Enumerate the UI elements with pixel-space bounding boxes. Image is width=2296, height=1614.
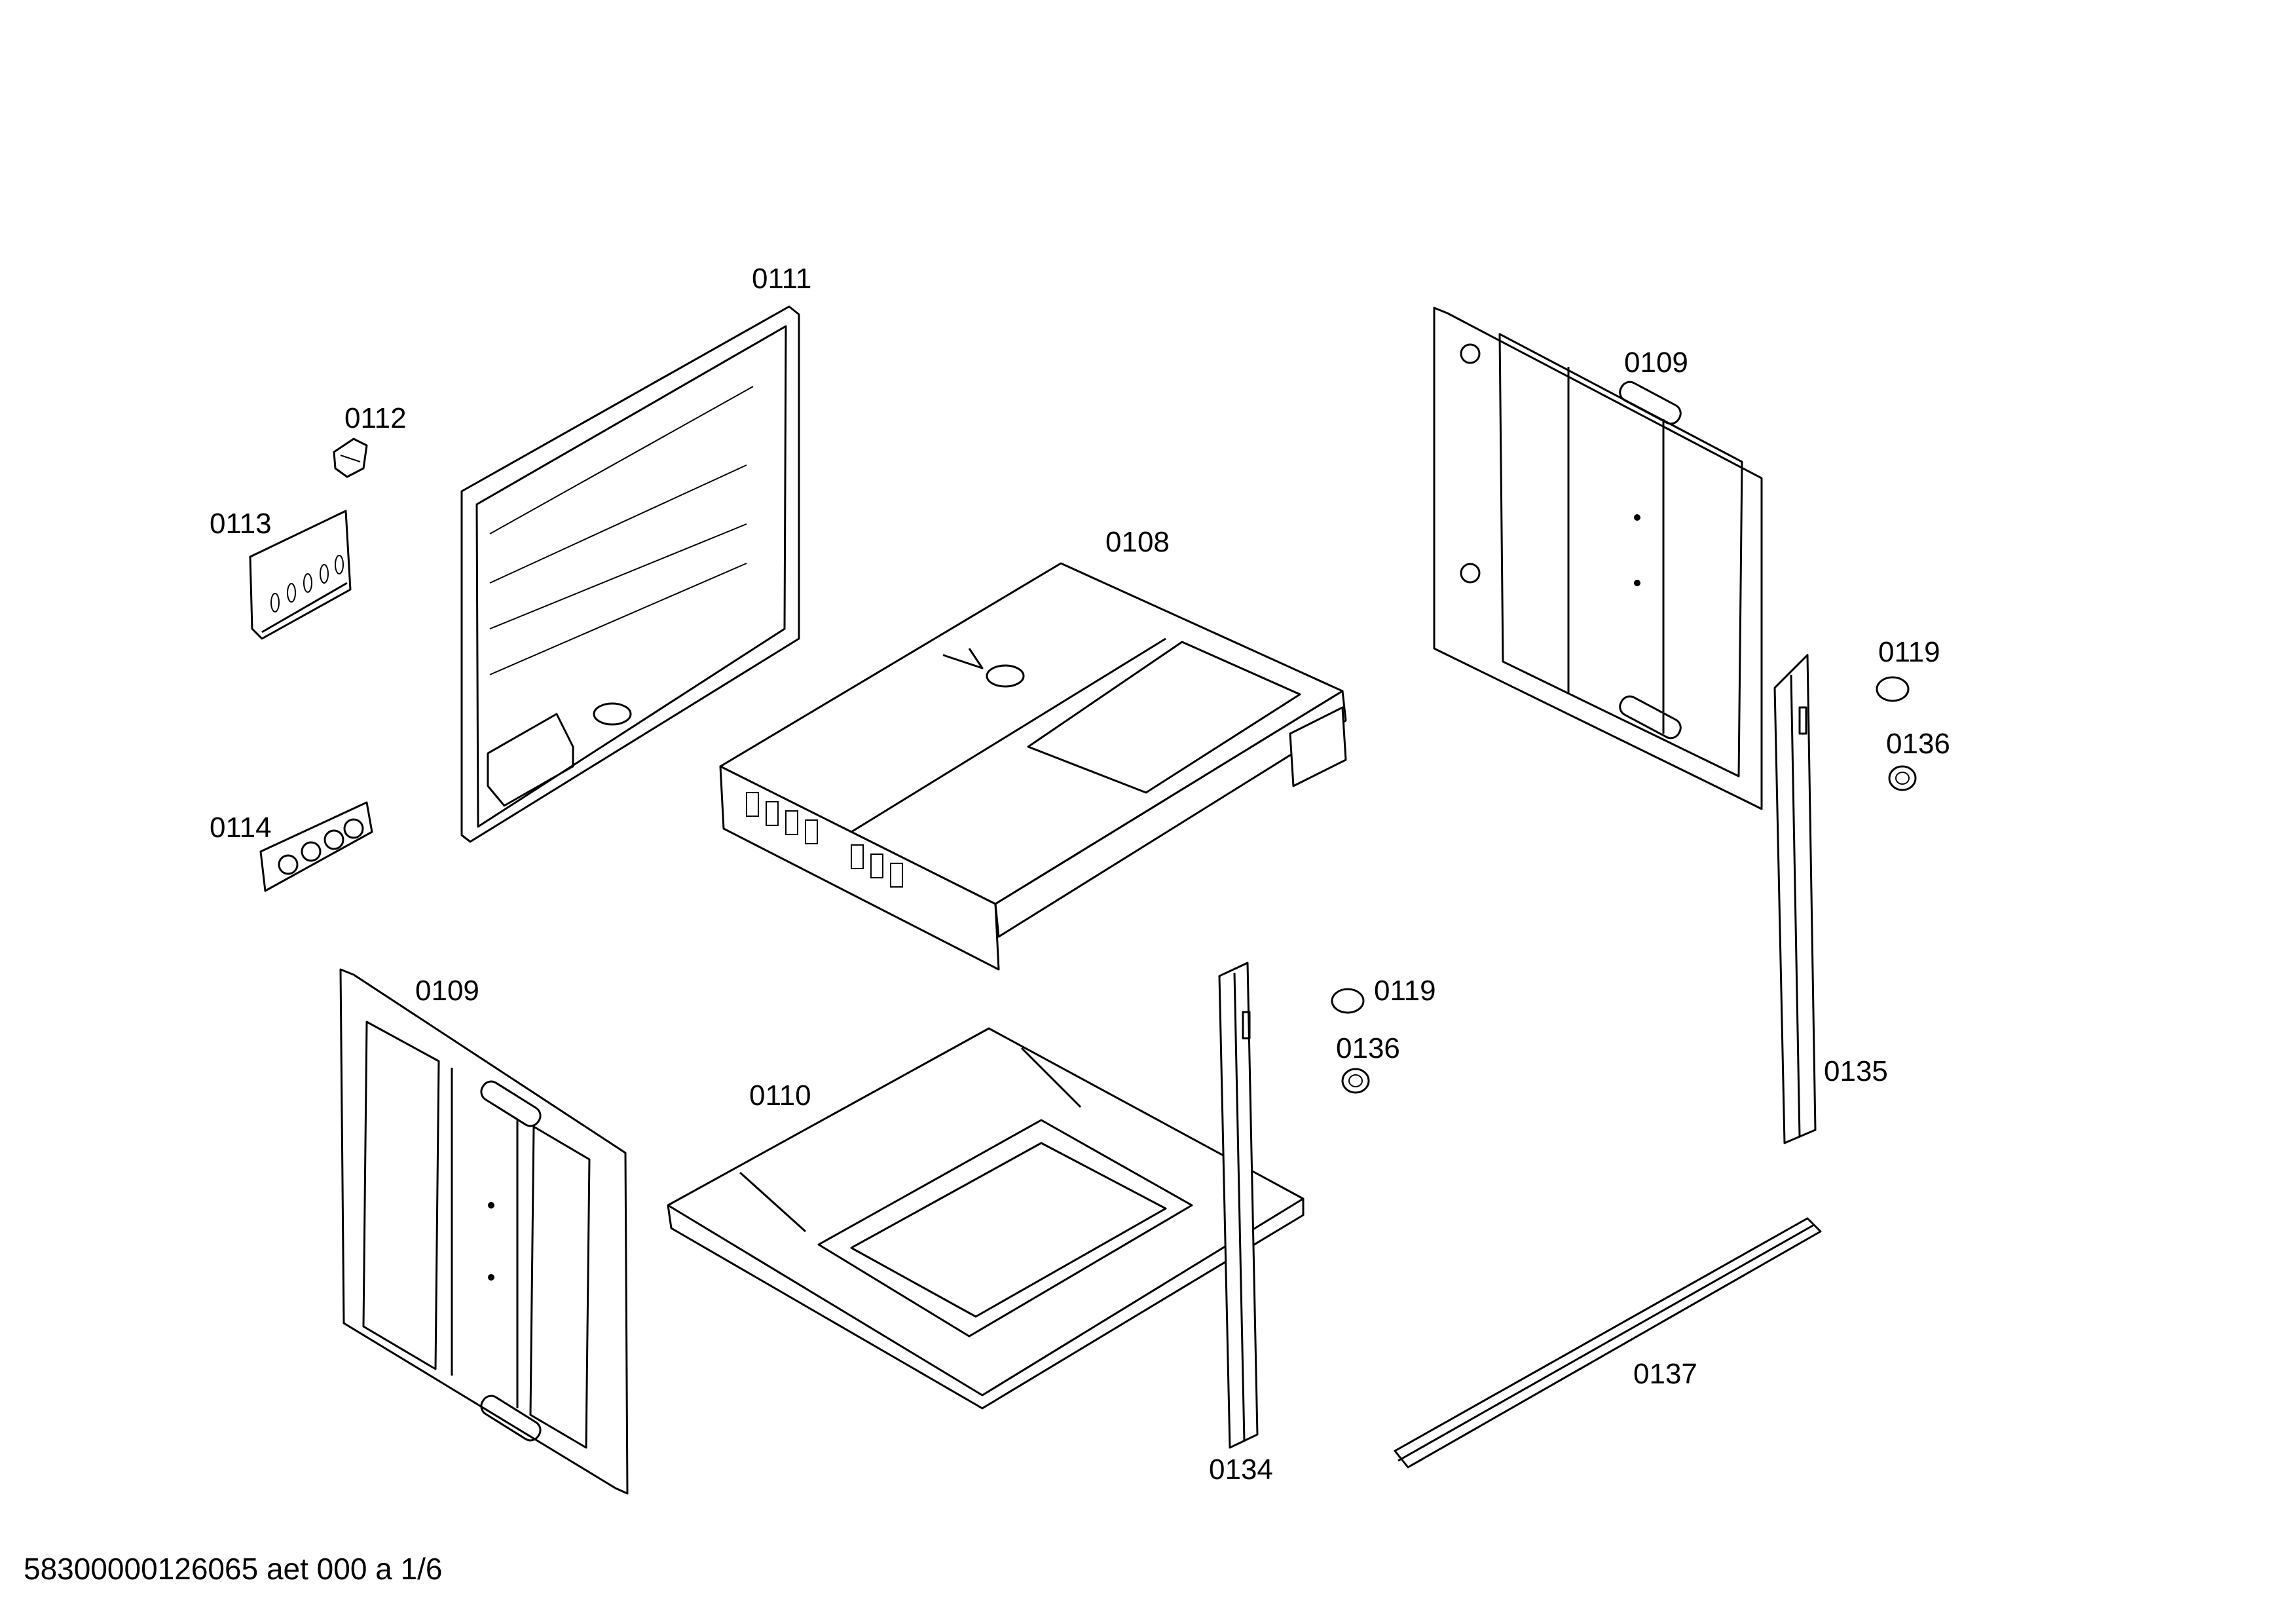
label-0111: 0111 — [752, 263, 811, 295]
part-0108-top-cover — [719, 562, 1347, 971]
part-0136-bushing-center — [1341, 1068, 1370, 1094]
part-0134-rail — [1218, 962, 1259, 1449]
label-0108: 0108 — [1105, 526, 1170, 558]
part-0119-plug-center — [1331, 988, 1365, 1014]
label-0109-right: 0109 — [1624, 347, 1688, 379]
part-0109-side-panel-right — [1433, 307, 1763, 810]
part-0114-terminal-strip — [259, 801, 373, 892]
label-0136-right: 0136 — [1886, 728, 1950, 760]
part-0113-bracket — [249, 510, 352, 640]
label-0136-center: 0136 — [1336, 1032, 1400, 1064]
label-0119-center: 0119 — [1374, 975, 1436, 1007]
label-0112: 0112 — [344, 402, 407, 434]
drawing-code: 58300000126065 aet 000 a 1/6 — [24, 1552, 443, 1586]
part-0110-bottom-tray — [667, 1027, 1305, 1410]
part-0137-bar — [1394, 1217, 1822, 1469]
label-0113: 0113 — [210, 508, 272, 540]
label-0134: 0134 — [1209, 1454, 1273, 1486]
part-0135-rail — [1773, 654, 1817, 1144]
label-0135: 0135 — [1824, 1055, 1888, 1087]
label-0137: 0137 — [1633, 1358, 1697, 1390]
part-0111-rear-panel — [460, 305, 800, 843]
label-0110: 0110 — [749, 1079, 811, 1112]
part-0109-side-panel-left — [339, 968, 629, 1495]
part-0136-bushing-right — [1888, 765, 1917, 791]
part-0119-plug-right — [1876, 676, 1910, 702]
label-0119-right: 0119 — [1878, 636, 1940, 668]
label-0109-left: 0109 — [415, 975, 479, 1007]
label-0114: 0114 — [210, 812, 272, 844]
part-0112-clip — [333, 438, 368, 478]
